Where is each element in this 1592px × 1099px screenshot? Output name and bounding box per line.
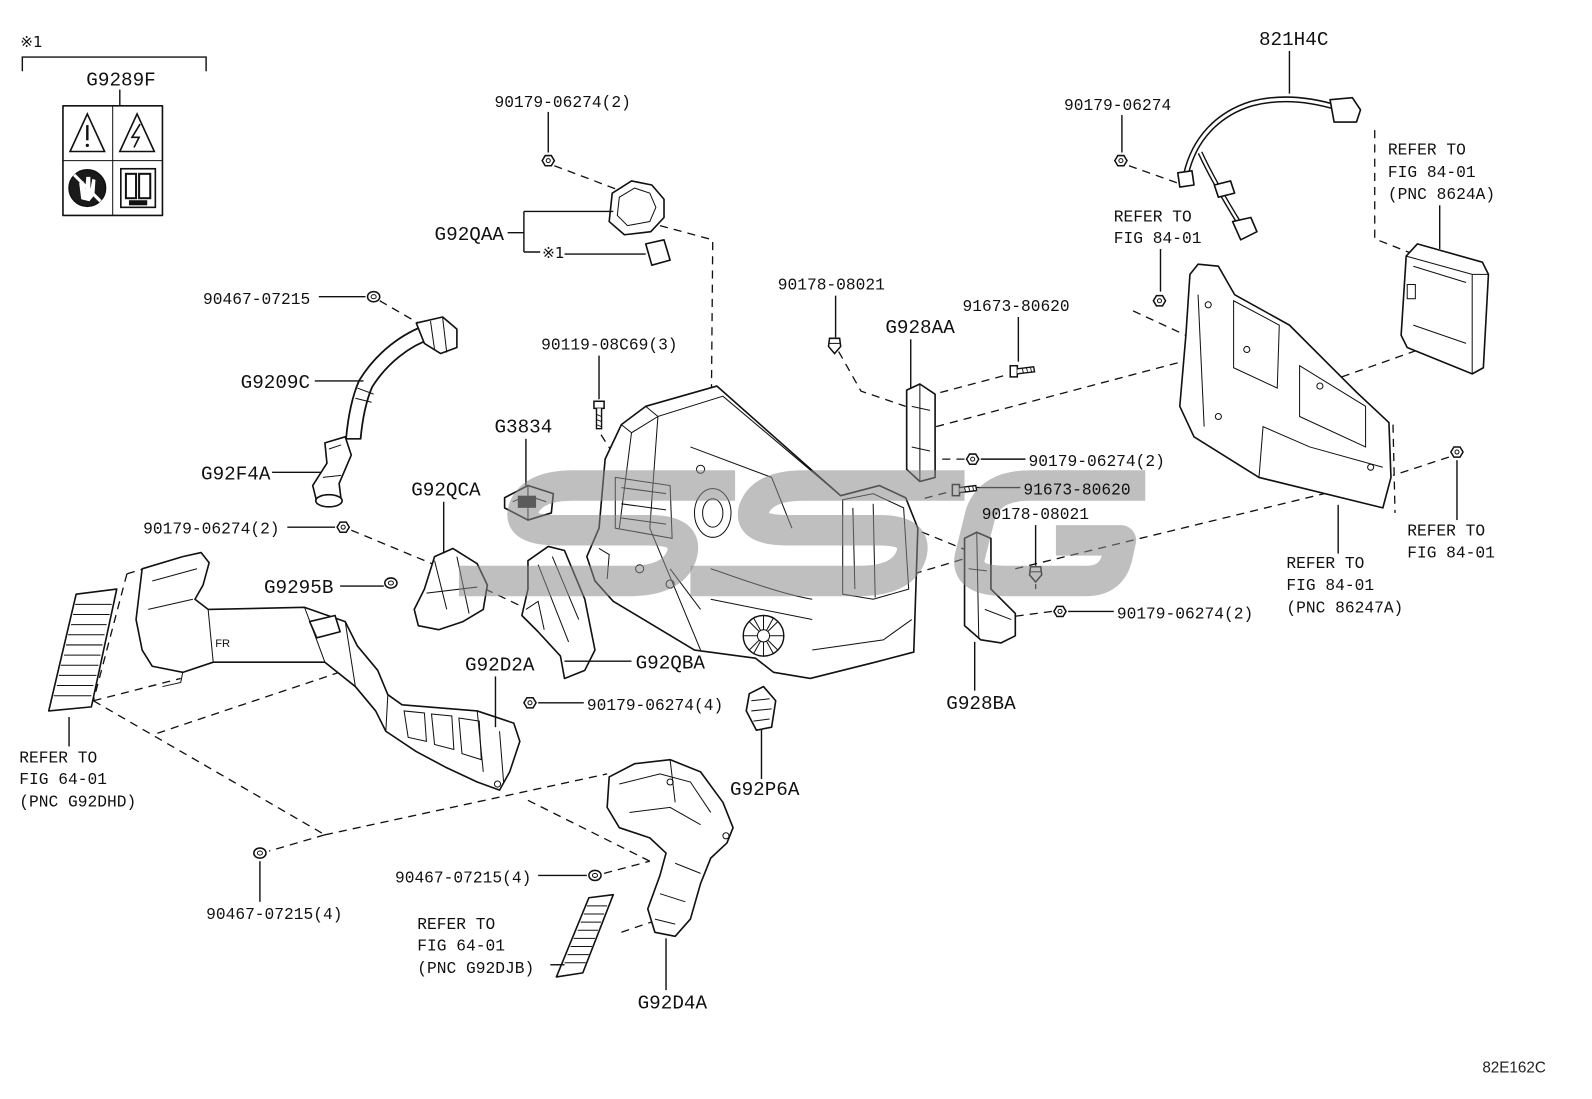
- hardware-callout: 90179-06274(2): [494, 93, 630, 112]
- lower-grille-part: [555, 893, 615, 978]
- note-mark: ※1: [542, 244, 564, 262]
- reference-line: REFER TO: [1286, 554, 1364, 573]
- part-callout-lower-bracket: G928BA: [946, 693, 1016, 715]
- caution-triangle-icon: [68, 111, 106, 153]
- reference-line: REFER TO: [1388, 141, 1466, 160]
- watermark-logo: [458, 470, 1146, 597]
- reference-line: (PNC 86247A): [1286, 598, 1403, 617]
- part-marking: FR: [215, 638, 230, 650]
- left-grille-part: [47, 588, 118, 712]
- reference-line: (PNC 8624A): [1388, 185, 1495, 204]
- reference-line: REFER TO: [1407, 521, 1485, 540]
- hardware-callout: 90179-06274: [1064, 96, 1171, 115]
- reference-note: REFER TO FIG 84-01: [1407, 521, 1495, 562]
- hardware-callout: 90178-08021: [778, 276, 885, 295]
- warning-label-group: [21, 56, 207, 217]
- no-touch-icon: [68, 169, 107, 208]
- reference-note: REFER TO FIG 84-01 (PNC 8624A): [1388, 141, 1495, 205]
- clip-icon: [253, 847, 267, 859]
- nut-icon: [1053, 605, 1067, 618]
- reference-line: REFER TO: [1114, 208, 1192, 227]
- reference-line: FIG 84-01: [1388, 163, 1476, 182]
- left-duct-part: [135, 551, 521, 791]
- nut-icon: [965, 453, 980, 465]
- cover-part: [608, 180, 671, 267]
- part-callout-upper-bracket: G928AA: [885, 317, 955, 339]
- high-voltage-icon: [118, 111, 156, 153]
- upper-bracket-part: [905, 383, 936, 483]
- manual-icon: [120, 167, 157, 209]
- hardware-callout: 90179-06274(2): [1117, 605, 1253, 624]
- part-callout-cover: G92QAA: [435, 224, 505, 246]
- hardware-callout: 90467-07215(4): [395, 869, 531, 888]
- wire-harness-part: [1176, 96, 1362, 241]
- bolt-icon: [593, 400, 605, 430]
- part-callout-relay: G3834: [494, 417, 552, 439]
- reference-line: REFER TO: [417, 915, 495, 934]
- hardware-callout: 90467-07215(4): [206, 905, 342, 924]
- lower-duct-part: [606, 758, 734, 938]
- reference-line: FIG 84-01: [1286, 576, 1374, 595]
- reference-note: REFER TO FIG 84-01 (PNC 86247A): [1286, 554, 1403, 618]
- nut-icon: [541, 154, 556, 167]
- hardware-callout: 90179-06274(4): [587, 696, 723, 715]
- note-mark: ※1: [20, 33, 42, 51]
- hardware-callout: 90119-08C69(3): [541, 335, 677, 354]
- reference-note: REFER TO FIG 84-01: [1114, 208, 1202, 248]
- part-callout-front-shield: G92QCA: [411, 480, 481, 502]
- reference-line: REFER TO: [19, 749, 97, 768]
- caution-sticker: [644, 239, 671, 267]
- part-callout-rear-shield: G92QBA: [636, 652, 706, 674]
- part-callout-warning-label: G9289F: [86, 70, 155, 92]
- nut-icon: [1114, 154, 1128, 167]
- hardware-callout: 91673-80620: [963, 297, 1070, 316]
- hardware-callout: 90179-06274(2): [143, 519, 279, 538]
- upper-duct-part: [345, 316, 458, 440]
- reference-line: (PNC G92DHD): [19, 792, 136, 811]
- part-callout-small-duct: G92F4A: [201, 463, 271, 485]
- hardware-callout: 90179-06274(2): [1029, 452, 1165, 471]
- mounting-panel-part: [1178, 263, 1392, 509]
- diagram-code: 82E162C: [1482, 1059, 1545, 1076]
- hardware-callout: 90178-08021: [982, 505, 1089, 524]
- reference-line: (PNC G92DJB): [417, 959, 534, 978]
- nut-icon: [1450, 446, 1464, 458]
- part-callout-lower-duct: G92D4A: [638, 992, 708, 1014]
- part-callout-center-duct: G92P6A: [730, 779, 800, 801]
- clip-icon: [384, 577, 398, 589]
- bolt-icon: [1009, 364, 1036, 378]
- part-callout-left-duct: G92D2A: [465, 654, 535, 676]
- reference-line: FIG 64-01: [19, 770, 107, 789]
- hardware-callout: 91673-80620: [1023, 481, 1130, 500]
- blower-wheel: [742, 614, 785, 657]
- clip-icon: [366, 290, 381, 303]
- nut-icon: [336, 521, 351, 534]
- nut-icon: [1152, 294, 1167, 307]
- part-callout-clip: G9295B: [264, 577, 333, 599]
- hardware-callout: 90467-07215: [203, 290, 310, 309]
- reference-line: FIG 64-01: [417, 937, 505, 956]
- reference-line: FIG 84-01: [1114, 229, 1202, 248]
- control-module-part: [1400, 243, 1490, 375]
- leader-lines: [68, 50, 1458, 991]
- part-callout-upper-duct: G9209C: [241, 372, 310, 394]
- reference-line: FIG 84-01: [1407, 544, 1495, 563]
- part-callout-wire-harness: 821H4C: [1259, 29, 1328, 51]
- note-bracket: [21, 56, 207, 72]
- center-duct-part: [745, 685, 777, 732]
- reference-note: REFER TO FIG 64-01 (PNC G92DJB): [417, 915, 534, 978]
- nut-icon: [523, 696, 537, 709]
- labels: ※1 ※1 G9289F G92QAA G9209C G92F4A G3834 …: [19, 29, 1546, 1076]
- clip-icon: [588, 869, 602, 882]
- small-duct-part: [311, 435, 353, 508]
- reference-note: REFER TO FIG 64-01 (PNC G92DHD): [19, 749, 136, 812]
- push-clip-icon: [827, 337, 842, 355]
